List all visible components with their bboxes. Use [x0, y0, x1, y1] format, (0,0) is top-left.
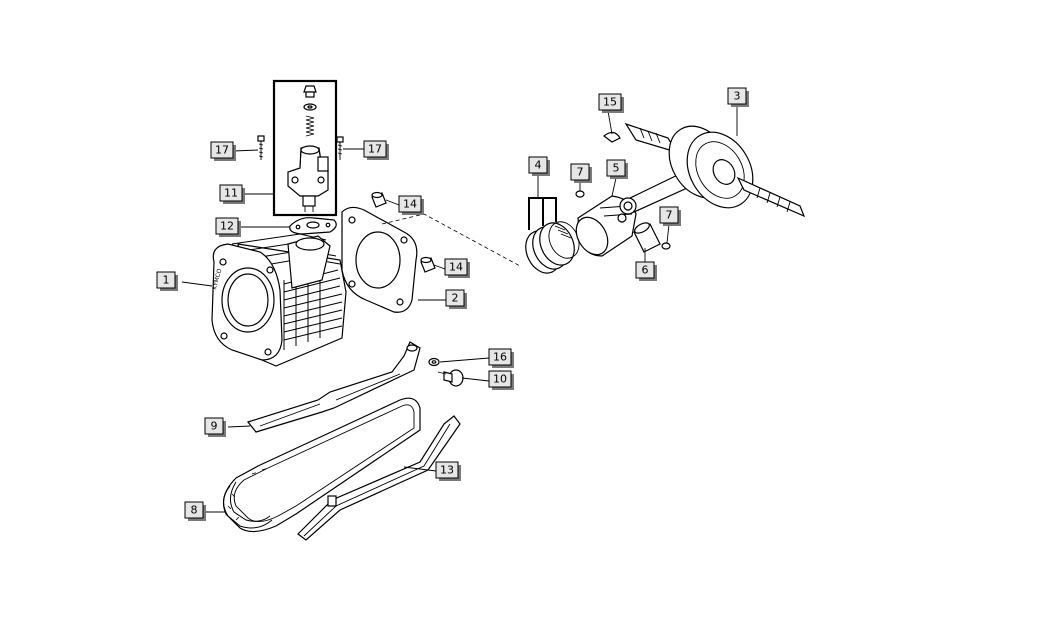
woodruff-key	[603, 131, 621, 143]
dowel-pin-upper	[371, 191, 387, 208]
tensioner-slider	[246, 341, 421, 433]
crankshaft	[619, 122, 806, 218]
svg-text:7: 7	[666, 209, 673, 222]
piston-pin-clip-right	[661, 242, 671, 250]
svg-text:16: 16	[493, 351, 507, 364]
label-2: 2	[445, 289, 467, 309]
tensioner-gasket	[289, 217, 337, 235]
tensioner-plug	[317, 156, 329, 172]
svg-text:4: 4	[535, 159, 542, 172]
tensioner-assembly	[272, 79, 338, 217]
svg-text:2: 2	[452, 292, 459, 305]
svg-text:10: 10	[493, 373, 507, 386]
label-15: 15	[598, 93, 624, 113]
label-16: 16	[488, 348, 514, 368]
tensioner-cap-bolt	[303, 85, 317, 93]
cam-chain	[223, 397, 421, 533]
tensioner-bolt-right	[336, 136, 344, 160]
svg-text:13: 13	[440, 464, 454, 477]
svg-text:12: 12	[220, 220, 234, 233]
label-17-right: 17	[363, 140, 389, 160]
label-6: 6	[635, 261, 657, 281]
svg-text:6: 6	[642, 264, 649, 277]
label-7-right: 7	[659, 206, 681, 226]
label-17-left: 17	[210, 141, 236, 161]
svg-text:14: 14	[403, 198, 417, 211]
label-8: 8	[184, 501, 206, 521]
label-10: 10	[488, 370, 514, 390]
label-5: 5	[606, 159, 628, 179]
svg-text:1: 1	[163, 274, 170, 287]
piston-pin	[633, 222, 661, 253]
cylinder-gasket	[341, 206, 418, 313]
svg-text:15: 15	[603, 96, 617, 109]
piston-pin-clip-left	[575, 190, 585, 198]
label-7-left: 7	[570, 163, 592, 183]
svg-text:17: 17	[215, 144, 229, 157]
tensioner-pivot-bolt	[437, 369, 464, 387]
label-9: 9	[204, 417, 226, 437]
tensioner-spring	[305, 115, 315, 137]
svg-text:9: 9	[211, 420, 218, 433]
label-12: 12	[215, 217, 241, 237]
chain-guide	[297, 415, 461, 541]
svg-text:8: 8	[191, 504, 198, 517]
label-1: 1	[156, 271, 178, 291]
svg-text:3: 3	[734, 90, 741, 103]
svg-text:5: 5	[613, 162, 620, 175]
tensioner-bolt-left	[257, 135, 265, 160]
svg-text:7: 7	[577, 166, 584, 179]
label-11: 11	[219, 184, 245, 204]
leader-lines	[181, 106, 738, 513]
label-14-upper: 14	[398, 195, 424, 215]
crankshaft-right-shaft	[736, 176, 806, 218]
label-14-lower: 14	[444, 258, 470, 278]
tensioner-group-bracket	[272, 79, 338, 217]
cylinder-bore	[227, 273, 269, 327]
svg-text:14: 14	[449, 261, 463, 274]
piston-rings	[525, 197, 580, 274]
label-13: 13	[435, 461, 461, 481]
label-3: 3	[727, 87, 749, 107]
svg-text:17: 17	[368, 143, 382, 156]
cylinder: KYMCO	[211, 233, 347, 367]
label-4: 4	[528, 156, 550, 176]
washer	[428, 357, 440, 367]
svg-text:11: 11	[224, 187, 238, 200]
dowel-pin-lower	[420, 256, 436, 273]
tensioner-body	[287, 147, 329, 197]
